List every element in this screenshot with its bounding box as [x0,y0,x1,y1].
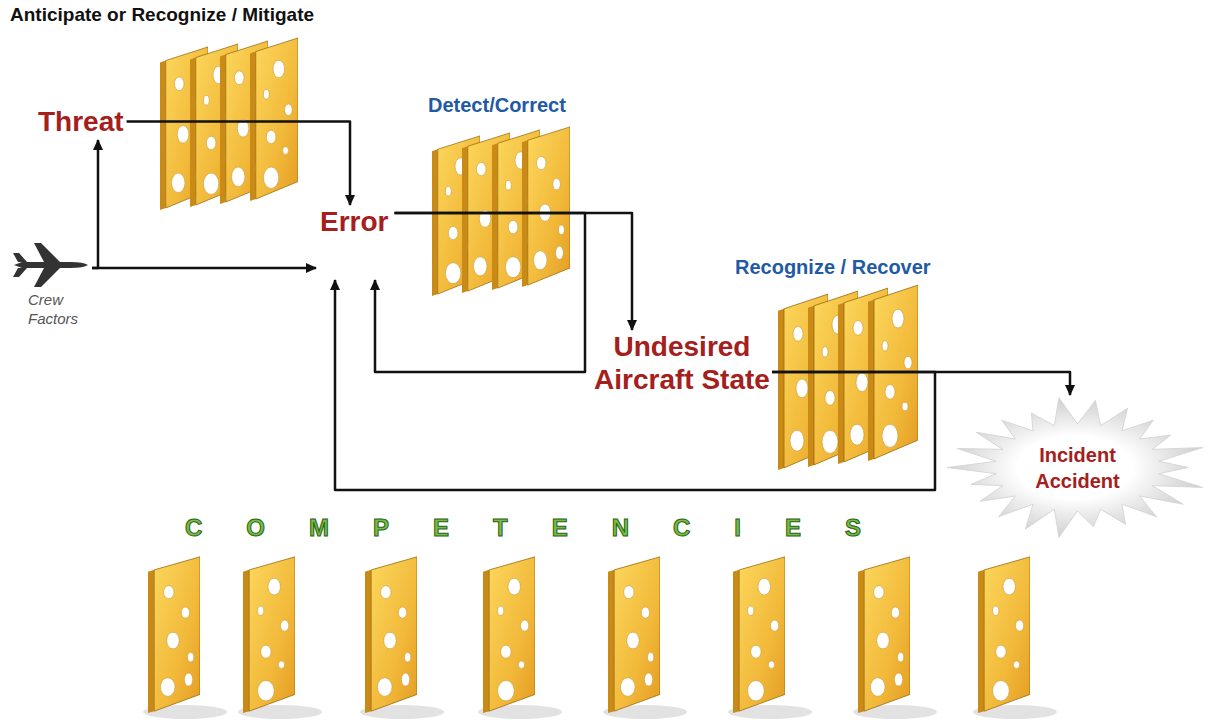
cheese-slab [978,557,1030,713]
node-text: Crew Factors [28,290,90,328]
slab-shadows [143,705,1057,719]
cheese-slab [522,127,570,287]
flow-arrow [92,140,98,268]
node-text: Error [320,205,388,238]
node-text: Incident Accident [1028,442,1128,494]
cheese-slab [733,557,785,713]
competencies-banner: COMPETENCIES [185,514,905,542]
barrier-label: Recognize / Recover [735,256,931,279]
state-barrier-stack [778,285,918,470]
starburst-shape [947,398,1203,538]
competency-slabs [143,557,1057,719]
flow-arrow [127,122,350,206]
cheese-slab [148,557,200,713]
error-node: Error [316,205,394,280]
flow-arrow [394,213,632,330]
flow-arrow [772,372,1070,395]
flow-arrow [375,213,585,372]
error-barrier-stack [432,127,570,296]
cheese-slab [243,557,295,713]
stage-heading: Anticipate or Recognize / Mitigate [10,4,314,26]
cheese-slab [483,557,535,713]
threat-node: Threat [38,105,124,138]
outcome-burst: Incident Accident [945,395,1210,540]
node-text: Threat [38,105,124,138]
flow-arrow [335,280,935,490]
barrier-label: Detect/Correct [428,94,566,117]
cheese-slab [365,557,417,713]
threat-barrier-stack [160,38,298,210]
flow-arrow [92,267,316,270]
node-text: Undesired Aircraft State [592,330,772,396]
cheese-slab [608,557,660,713]
starburst-outline [945,395,1210,540]
cheese-slab [858,557,910,713]
airplane-icon [10,240,90,290]
cheese-slab [250,38,298,201]
crew-factors-node: Crew Factors [10,240,92,328]
undesired-state-node: Undesired Aircraft State [592,330,772,396]
